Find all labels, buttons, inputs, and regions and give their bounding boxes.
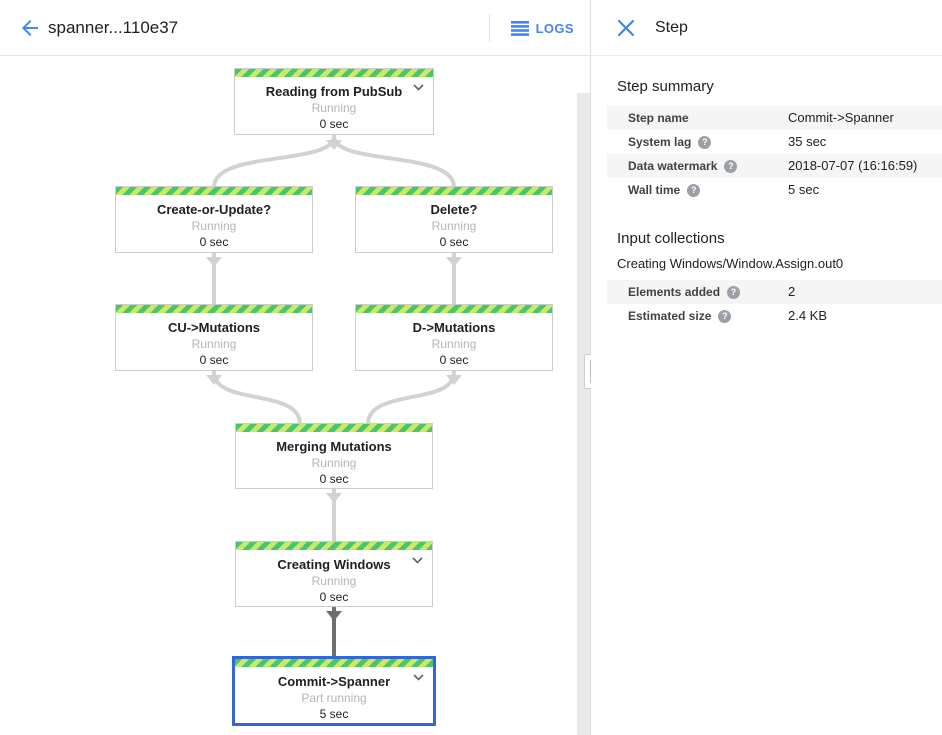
edge-arrowhead — [206, 375, 222, 385]
running-stripe — [235, 69, 433, 77]
graph-header: spanner...110e37 LOGS — [0, 0, 590, 56]
edge-arrowhead — [446, 257, 462, 267]
node-time: 0 sec — [199, 235, 229, 249]
back-button[interactable] — [15, 13, 45, 43]
node-status: Running — [311, 456, 357, 470]
running-stripe — [236, 424, 432, 432]
step-details-panel: Step summary Step name ? Commit->Spanner… — [591, 56, 942, 735]
graph-node-commit-spanner[interactable]: Commit->Spanner Part running 5 sec — [232, 656, 436, 726]
running-stripe — [116, 305, 312, 313]
chevron-down-icon[interactable] — [413, 84, 424, 91]
node-time: 0 sec — [319, 117, 349, 131]
help-icon[interactable]: ? — [718, 309, 732, 323]
graph-node-creating-windows[interactable]: Creating Windows Running 0 sec — [235, 541, 433, 607]
graph-node-cu-mutations[interactable]: CU->Mutations Running 0 sec — [115, 304, 313, 371]
close-panel-button[interactable] — [611, 13, 641, 43]
running-stripe — [236, 542, 432, 550]
step-summary-heading: Step summary — [617, 78, 714, 95]
property-value: 35 sec — [788, 134, 827, 149]
step-panel-title: Step — [655, 19, 688, 36]
node-time: 0 sec — [319, 472, 349, 486]
help-icon[interactable]: ? — [724, 159, 738, 173]
node-status: Running — [311, 574, 357, 588]
node-title: D->Mutations — [412, 320, 496, 335]
help-icon[interactable]: ? — [698, 135, 712, 149]
property-value: 5 sec — [788, 182, 820, 197]
graph-node-delete[interactable]: Delete? Running 0 sec — [355, 186, 553, 253]
property-label: Data watermark — [628, 159, 718, 173]
help-icon[interactable]: ? — [687, 183, 701, 197]
graph-edge — [212, 370, 302, 426]
node-status: Running — [311, 101, 357, 115]
node-time: 5 sec — [319, 707, 349, 721]
header-divider — [489, 14, 490, 42]
property-value: Commit->Spanner — [788, 110, 894, 125]
node-title: Merging Mutations — [276, 439, 392, 454]
running-stripe — [356, 187, 552, 195]
node-status: Running — [191, 219, 237, 233]
logs-button[interactable]: LOGS — [510, 0, 574, 56]
property-row: Data watermark ? 2018-07-07 (16:16:59) — [607, 154, 942, 178]
property-row: System lag ? 35 sec — [607, 130, 942, 154]
graph-edge — [366, 370, 456, 426]
property-row: Step name ? Commit->Spanner — [607, 106, 942, 130]
chevron-down-icon[interactable] — [412, 557, 423, 564]
edge-arrowhead — [326, 140, 342, 150]
edge-arrowhead — [326, 493, 342, 503]
input-collection-name: Creating Windows/Window.Assign.out0 — [617, 256, 844, 271]
graph-node-d-mutations[interactable]: D->Mutations Running 0 sec — [355, 304, 553, 371]
node-time: 0 sec — [319, 590, 349, 604]
node-title: Delete? — [430, 202, 478, 217]
node-status: Running — [431, 219, 477, 233]
property-row: Elements added ? 2 — [607, 280, 942, 304]
running-stripe — [116, 187, 312, 195]
graph-node-merging-mutations[interactable]: Merging Mutations Running 0 sec — [235, 423, 433, 489]
logs-button-label: LOGS — [535, 20, 574, 36]
running-stripe — [235, 659, 433, 667]
chevron-down-icon[interactable] — [413, 674, 424, 681]
arrow-left-icon — [22, 20, 38, 36]
input-collections-table: Elements added ? 2 Estimated size ? 2.4 … — [607, 280, 942, 328]
node-title: Reading from PubSub — [265, 84, 403, 99]
node-title: Commit->Spanner — [277, 674, 391, 689]
node-status: Part running — [301, 691, 367, 705]
node-title: Create-or-Update? — [156, 202, 272, 217]
node-time: 0 sec — [199, 353, 229, 367]
running-stripe — [356, 305, 552, 313]
scrollbar-track[interactable] — [577, 93, 590, 735]
property-value: 2 — [788, 284, 796, 299]
help-icon[interactable]: ? — [727, 285, 741, 299]
node-title: CU->Mutations — [167, 320, 261, 335]
graph-node-reading-from-pubsub[interactable]: Reading from PubSub Running 0 sec — [234, 68, 434, 135]
close-icon — [617, 19, 635, 37]
node-status: Running — [431, 337, 477, 351]
graph-edge — [332, 134, 456, 189]
job-title: spanner...110e37 — [48, 18, 179, 37]
step-panel-header: Step — [591, 0, 942, 56]
property-row: Wall time ? 5 sec — [607, 178, 942, 202]
node-status: Running — [191, 337, 237, 351]
property-row: Estimated size ? 2.4 KB — [607, 304, 942, 328]
property-label: Wall time — [628, 183, 681, 197]
property-label: Estimated size — [628, 309, 712, 323]
list-icon — [510, 21, 529, 36]
property-label: Step name — [628, 111, 689, 125]
step-summary-table: Step name ? Commit->Spanner System lag ?… — [607, 106, 942, 202]
node-time: 0 sec — [439, 235, 469, 249]
node-title: Creating Windows — [277, 557, 391, 572]
input-collections-heading: Input collections — [617, 230, 725, 247]
graph-edge — [212, 134, 336, 189]
graph-node-create-or-update[interactable]: Create-or-Update? Running 0 sec — [115, 186, 313, 253]
property-value: 2.4 KB — [788, 308, 828, 323]
property-label: System lag — [628, 135, 692, 149]
node-time: 0 sec — [439, 353, 469, 367]
property-label: Elements added — [628, 285, 721, 299]
edge-arrowhead — [326, 611, 342, 621]
edge-arrowhead — [446, 375, 462, 385]
property-value: 2018-07-07 (16:16:59) — [788, 158, 918, 173]
edge-arrowhead — [206, 257, 222, 267]
